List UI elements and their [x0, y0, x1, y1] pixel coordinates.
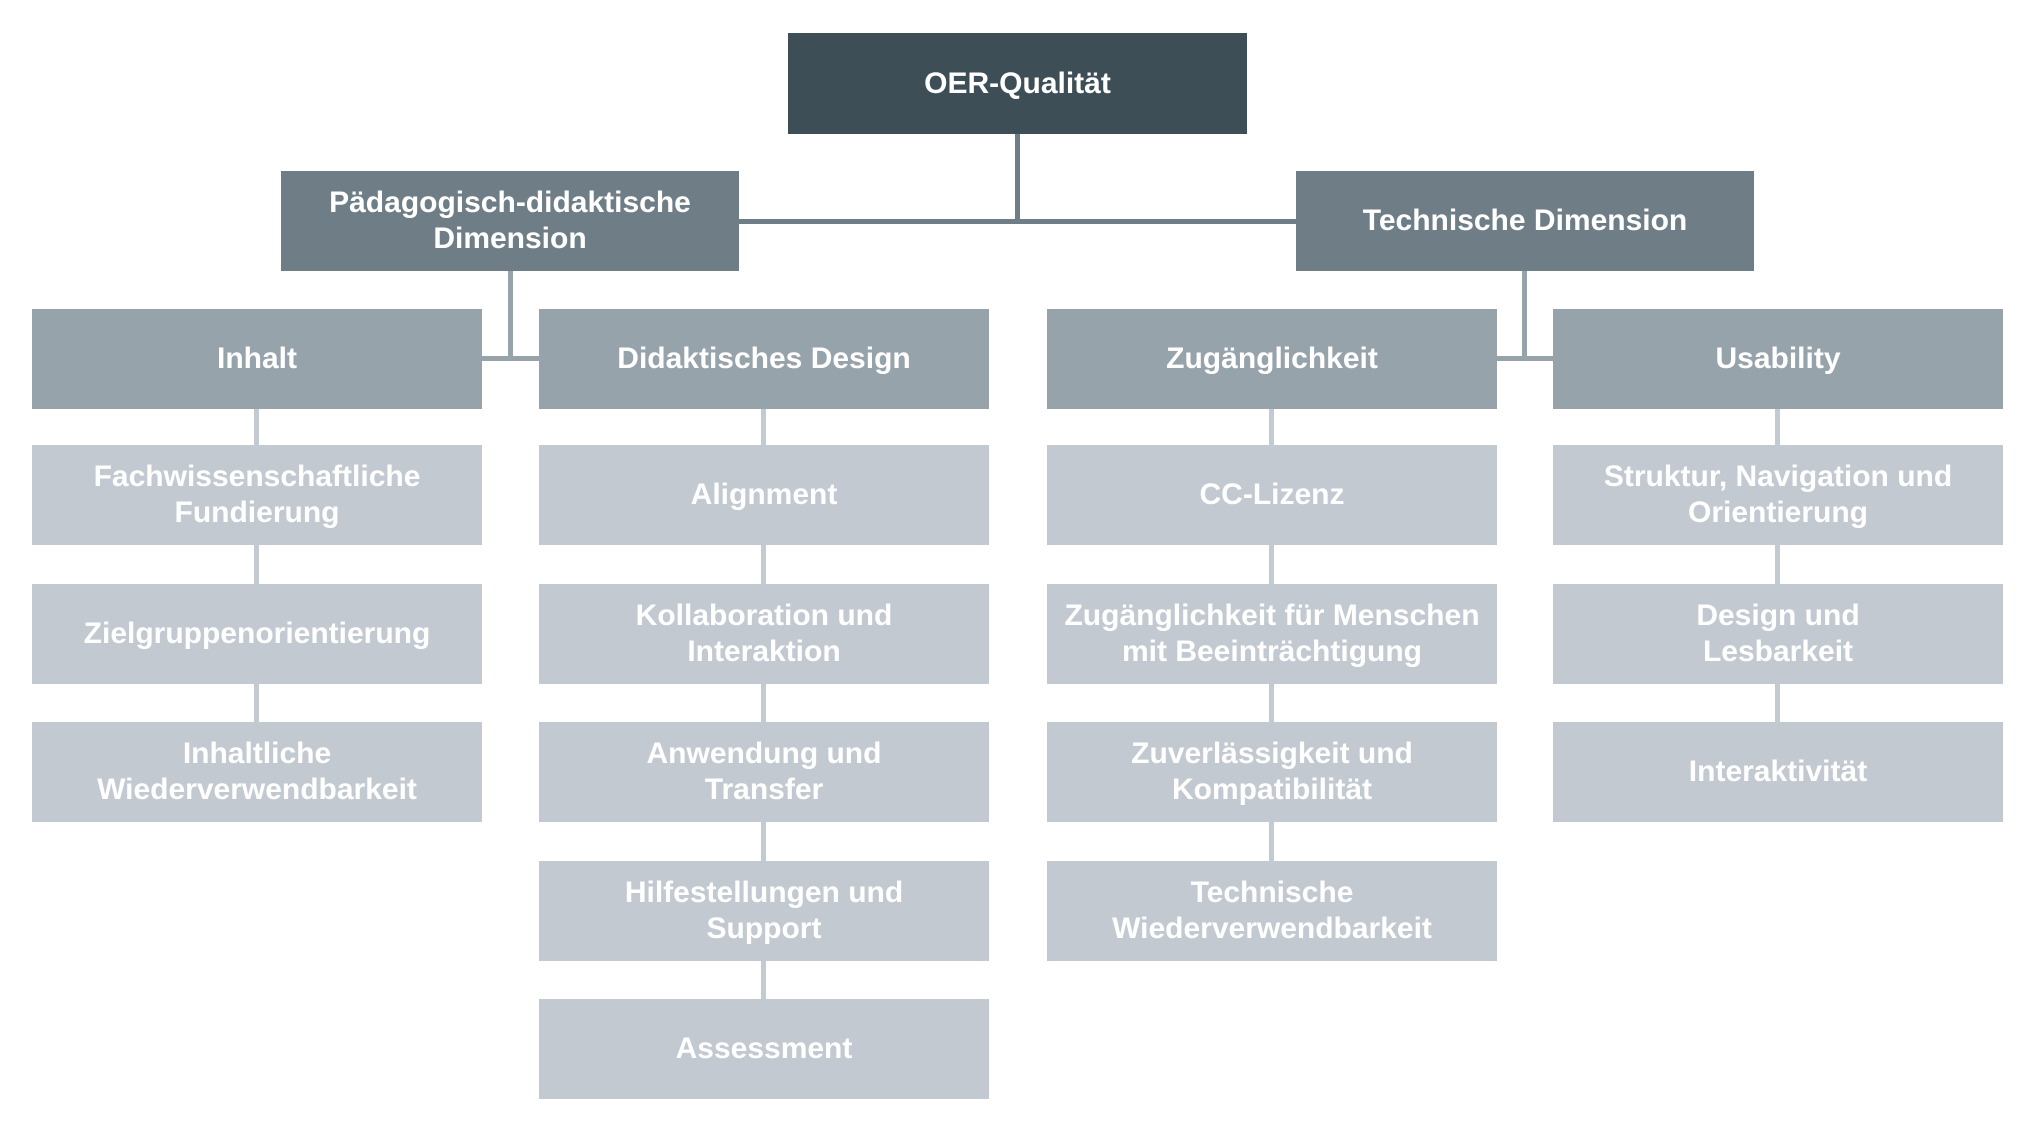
node-zugaenglichkeit: Zugänglichkeit	[1047, 309, 1497, 409]
connector-didaktisches-design-4	[761, 822, 766, 861]
connector-didaktisches-design-3	[761, 684, 766, 722]
connector-inhalt-3	[254, 684, 259, 722]
connector-usability-3	[1775, 684, 1780, 722]
node-inhaltliche-wiederverwendbarkeit: Inhaltliche Wiederverwendbarkeit	[32, 722, 482, 822]
connector-root-rail	[739, 219, 1297, 224]
node-usability: Usability	[1553, 309, 2003, 409]
node-interaktivitaet: Interaktivität	[1553, 722, 2003, 822]
node-didaktisches-design: Didaktisches Design	[539, 309, 989, 409]
connector-inhalt-1	[254, 409, 259, 445]
node-design-und-lesbarkeit: Design und Lesbarkeit	[1553, 584, 2003, 684]
node-paedagogisch-didaktische-dimension: Pädagogisch-didaktische Dimension	[281, 171, 739, 271]
node-alignment: Alignment	[539, 445, 989, 545]
connector-zugaenglichkeit-4	[1269, 822, 1274, 861]
node-technische-wiederverwendbarkeit: Technische Wiederverwendbarkeit	[1047, 861, 1497, 961]
node-anwendung-und-transfer: Anwendung und Transfer	[539, 722, 989, 822]
node-struktur-navigation-und-orientierung: Struktur, Navigation und Orientierung	[1553, 445, 2003, 545]
connector-usability-1	[1775, 409, 1780, 445]
node-fachwissenschaftliche-fundierung: Fachwissenschaftliche Fundierung	[32, 445, 482, 545]
node-technische-dimension: Technische Dimension	[1296, 171, 1754, 271]
connector-dim-left-rail	[482, 356, 539, 361]
node-oer-qualitaet: OER-Qualität	[788, 33, 1247, 134]
node-hilfestellungen-und-support: Hilfestellungen und Support	[539, 861, 989, 961]
node-kollaboration-und-interaktion: Kollaboration und Interaktion	[539, 584, 989, 684]
connector-usability-2	[1775, 545, 1780, 584]
connector-root-vertical	[1015, 134, 1020, 222]
connector-dim-left-vertical	[508, 271, 513, 359]
node-inhalt: Inhalt	[32, 309, 482, 409]
connector-zugaenglichkeit-2	[1269, 545, 1274, 584]
connector-didaktisches-design-2	[761, 545, 766, 584]
connector-inhalt-2	[254, 545, 259, 584]
connector-zugaenglichkeit-1	[1269, 409, 1274, 445]
connector-didaktisches-design-5	[761, 961, 766, 999]
node-assessment: Assessment	[539, 999, 989, 1099]
node-cc-lizenz: CC-Lizenz	[1047, 445, 1497, 545]
connector-dim-right-vertical	[1522, 271, 1527, 359]
connector-zugaenglichkeit-3	[1269, 684, 1274, 722]
connector-didaktisches-design-1	[761, 409, 766, 445]
connector-dim-right-rail	[1497, 356, 1554, 361]
node-zuverlaessigkeit-und-kompatibilitaet: Zuverlässigkeit und Kompatibilität	[1047, 722, 1497, 822]
node-zielgruppenorientierung: Zielgruppenorientierung	[32, 584, 482, 684]
node-zugaenglichkeit-fuer-menschen-mit-beeintraechtigung: Zugänglichkeit für Menschen mit Beeinträ…	[1047, 584, 1497, 684]
